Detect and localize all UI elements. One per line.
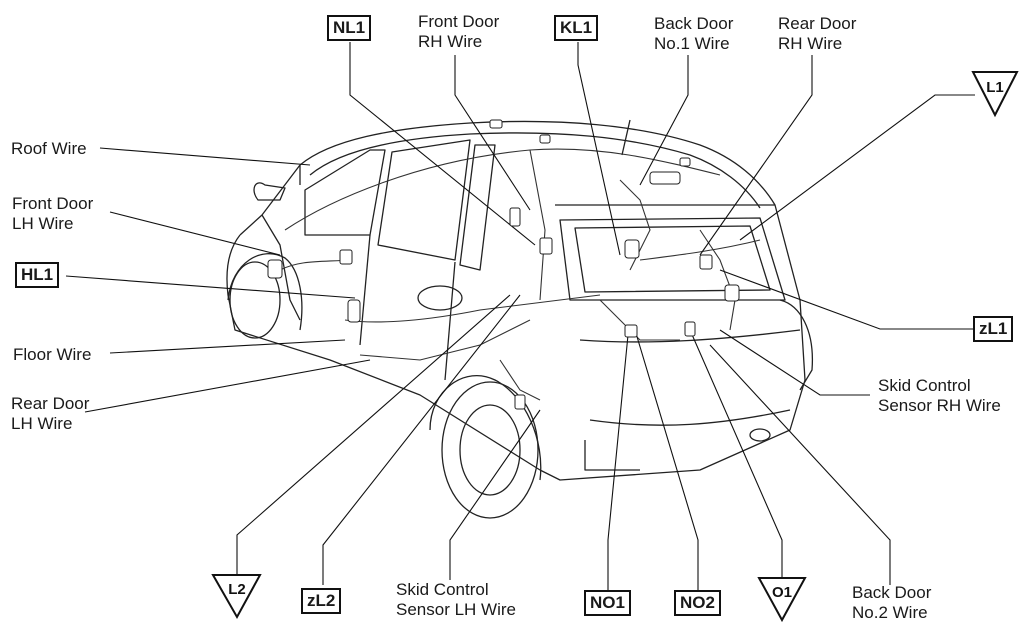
connector-details: [267, 119, 740, 410]
leader-lines: [65, 42, 975, 590]
label-line: LH Wire: [12, 214, 74, 233]
code-kl1: KL1: [554, 15, 599, 41]
label-back-door-no2-wire: Back Door No.2 Wire: [852, 583, 931, 623]
label-line: LH Wire: [11, 414, 73, 433]
triangle-marker-l2: L2: [211, 574, 262, 620]
code-nl1: NL1: [327, 15, 372, 41]
label-line: Rear Door: [11, 394, 90, 413]
label-line: Rear Door: [778, 14, 857, 33]
label-line: Back Door: [852, 583, 932, 602]
label-line: Front Door: [418, 12, 500, 31]
label-line: RH Wire: [418, 32, 483, 51]
triangle-label-l2: L2: [228, 581, 246, 598]
label-line: Back Door: [654, 14, 734, 33]
code-hl1: HL1: [15, 262, 60, 288]
label-line: No.2 Wire: [852, 603, 928, 622]
label-floor-wire: Floor Wire: [13, 345, 91, 365]
label-roof-wire: Roof Wire: [11, 139, 87, 159]
code-zl2: zL2: [301, 588, 342, 614]
triangle-label-o1: O1: [772, 584, 792, 601]
label-line: Front Door: [12, 194, 94, 213]
triangle-label-l1: L1: [986, 79, 1004, 96]
label-rear-door-lh-wire: Rear Door LH Wire: [11, 394, 89, 434]
wire-harness: [279, 148, 761, 401]
label-line: Sensor LH Wire: [396, 600, 516, 619]
label-front-door-rh-wire: Front Door RH Wire: [418, 12, 499, 52]
label-rear-door-rh-wire: Rear Door RH Wire: [778, 14, 856, 54]
label-skid-control-sensor-rh-wire: Skid Control Sensor RH Wire: [878, 376, 1001, 416]
triangle-marker-o1: O1: [757, 577, 807, 623]
label-line: Skid Control: [396, 580, 489, 599]
label-line: RH Wire: [778, 34, 843, 53]
label-line: Skid Control: [878, 376, 971, 395]
code-no1: NO1: [584, 590, 631, 616]
label-front-door-lh-wire: Front Door LH Wire: [12, 194, 93, 234]
label-back-door-no1-wire: Back Door No.1 Wire: [654, 14, 733, 54]
label-line: Roof Wire: [11, 139, 87, 158]
triangle-marker-l1: L1: [971, 71, 1019, 118]
code-no2: NO2: [674, 590, 721, 616]
code-zl1: zL1: [973, 316, 1014, 342]
label-line: Sensor RH Wire: [878, 396, 1001, 415]
vehicle-outline: [226, 119, 814, 519]
label-line: Floor Wire: [13, 345, 92, 364]
label-line: No.1 Wire: [654, 34, 730, 53]
label-skid-control-sensor-lh-wire: Skid Control Sensor LH Wire: [396, 580, 516, 620]
